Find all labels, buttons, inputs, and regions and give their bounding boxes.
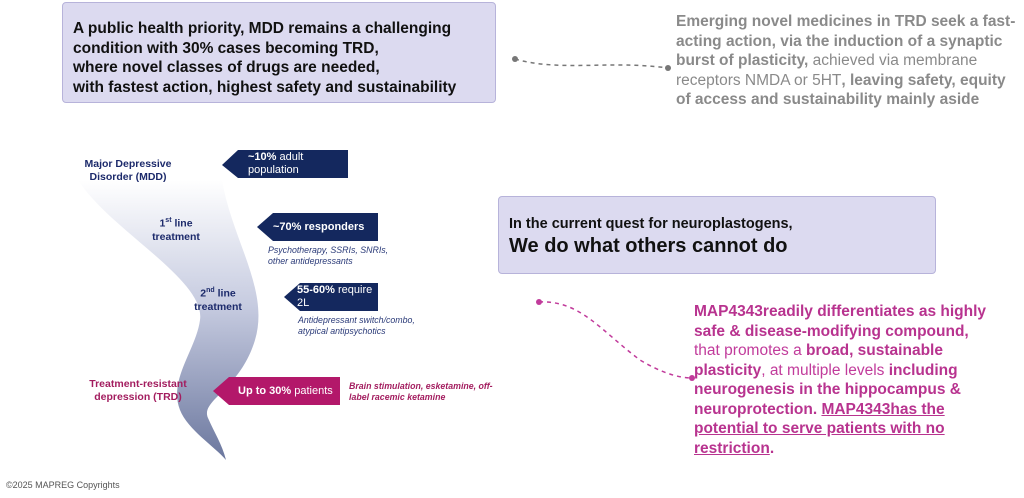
novel-medicines-text: Emerging novel medicines in TRD seek a f…	[676, 12, 1016, 110]
first-line-num: 1	[159, 217, 166, 230]
second-line-note: Antidepressant switch/combo, atypical an…	[298, 315, 415, 336]
tag-first: ~70% responders	[273, 213, 377, 241]
treatment-funnel	[78, 180, 259, 460]
second-line-sup: nd	[206, 287, 215, 294]
mdd-label: Major Depressive Disorder (MDD)	[84, 158, 172, 183]
map4343-normal-2: , at multiple levels	[761, 361, 889, 379]
trd-label-line-2: depression (TRD)	[94, 391, 182, 403]
connector-dot-pink-end	[689, 375, 695, 381]
first-line-note: Psychotherapy, SSRIs, SNRIs, other antid…	[268, 245, 389, 266]
tag-mdd-shape	[222, 150, 348, 178]
trd-label: Treatment-resistant depression (TRD)	[70, 378, 206, 404]
tag-second-rest: require 2L	[297, 284, 373, 309]
tag-second-bold: 55-60%	[297, 284, 335, 296]
connector-line-top	[514, 58, 669, 69]
first-line-word: line	[171, 217, 193, 230]
map4343-text: MAP4343readily differentiates as highly …	[694, 302, 994, 458]
header-line-1: A public health priority, MDD remains a …	[73, 20, 452, 37]
quest-line-2: We do what others cannot do	[509, 235, 788, 257]
tag-second-shape	[284, 283, 378, 311]
tag-mdd-rest: adult population	[248, 151, 304, 176]
header-line-4: with fastest action, highest safety and …	[73, 78, 457, 96]
map4343-end: .	[769, 439, 775, 457]
connector-line-pink	[538, 301, 693, 379]
tag-trd-rest: patients	[291, 384, 333, 397]
map4343-bold-2: broad, sustainable plasticity	[694, 342, 943, 379]
tag-trd: Up to 30% patients	[238, 377, 340, 405]
header-line-2: condition with 30% cases becoming TRD,	[73, 39, 379, 57]
tag-trd-bold: Up to 30%	[238, 384, 292, 397]
tag-first-bold: ~70% responders	[273, 220, 365, 233]
second-line-num: 2	[200, 287, 207, 300]
tag-mdd: ~10% adult population	[248, 150, 346, 178]
map4343-bold-3: including neurogenesis in the hippocampu…	[694, 361, 961, 418]
trd-note: Brain stimulation, esketamine, off-label…	[349, 381, 493, 402]
map4343-normal-1: that promotes a	[694, 342, 807, 359]
second-line-label: 2nd line treatment	[170, 284, 266, 314]
copyright: ©2025 MAPREG Copyrights	[6, 480, 120, 490]
first-line-label: 1st line treatment	[128, 214, 224, 244]
first-line-sup: st	[165, 217, 172, 224]
quest-line-1: In the current quest for neuroplastogens…	[509, 216, 793, 232]
tag-trd-shape	[213, 377, 340, 405]
second-line-word: line	[214, 287, 236, 300]
tag-first-shape	[257, 213, 378, 241]
novel-medicines-normal: achieved via membrane receptors NMDA or …	[676, 52, 978, 89]
novel-medicines-bold-2: , leaving safety, equity of access and s…	[676, 71, 1006, 109]
header-box: A public health priority, MDD remains a …	[62, 2, 496, 103]
tag-second: 55-60% require 2L	[297, 283, 377, 311]
connector-dot-top-end	[665, 65, 671, 71]
first-line-treatment: treatment	[152, 230, 200, 243]
trd-label-line-1: Treatment-resistant	[89, 378, 187, 390]
tag-mdd-bold: ~10%	[248, 151, 277, 163]
quest-box: In the current quest for neuroplastogens…	[498, 196, 936, 274]
second-line-treatment: treatment	[194, 300, 242, 313]
novel-medicines-bold-1: Emerging novel medicines in TRD seek a f…	[676, 13, 1016, 69]
map4343-bold-1: MAP4343readily differentiates as highly …	[694, 303, 987, 340]
header-line-3: where novel classes of drugs are needed,	[73, 59, 380, 76]
map4343-underlined: MAP4343has the potential to serve patien…	[694, 400, 945, 457]
